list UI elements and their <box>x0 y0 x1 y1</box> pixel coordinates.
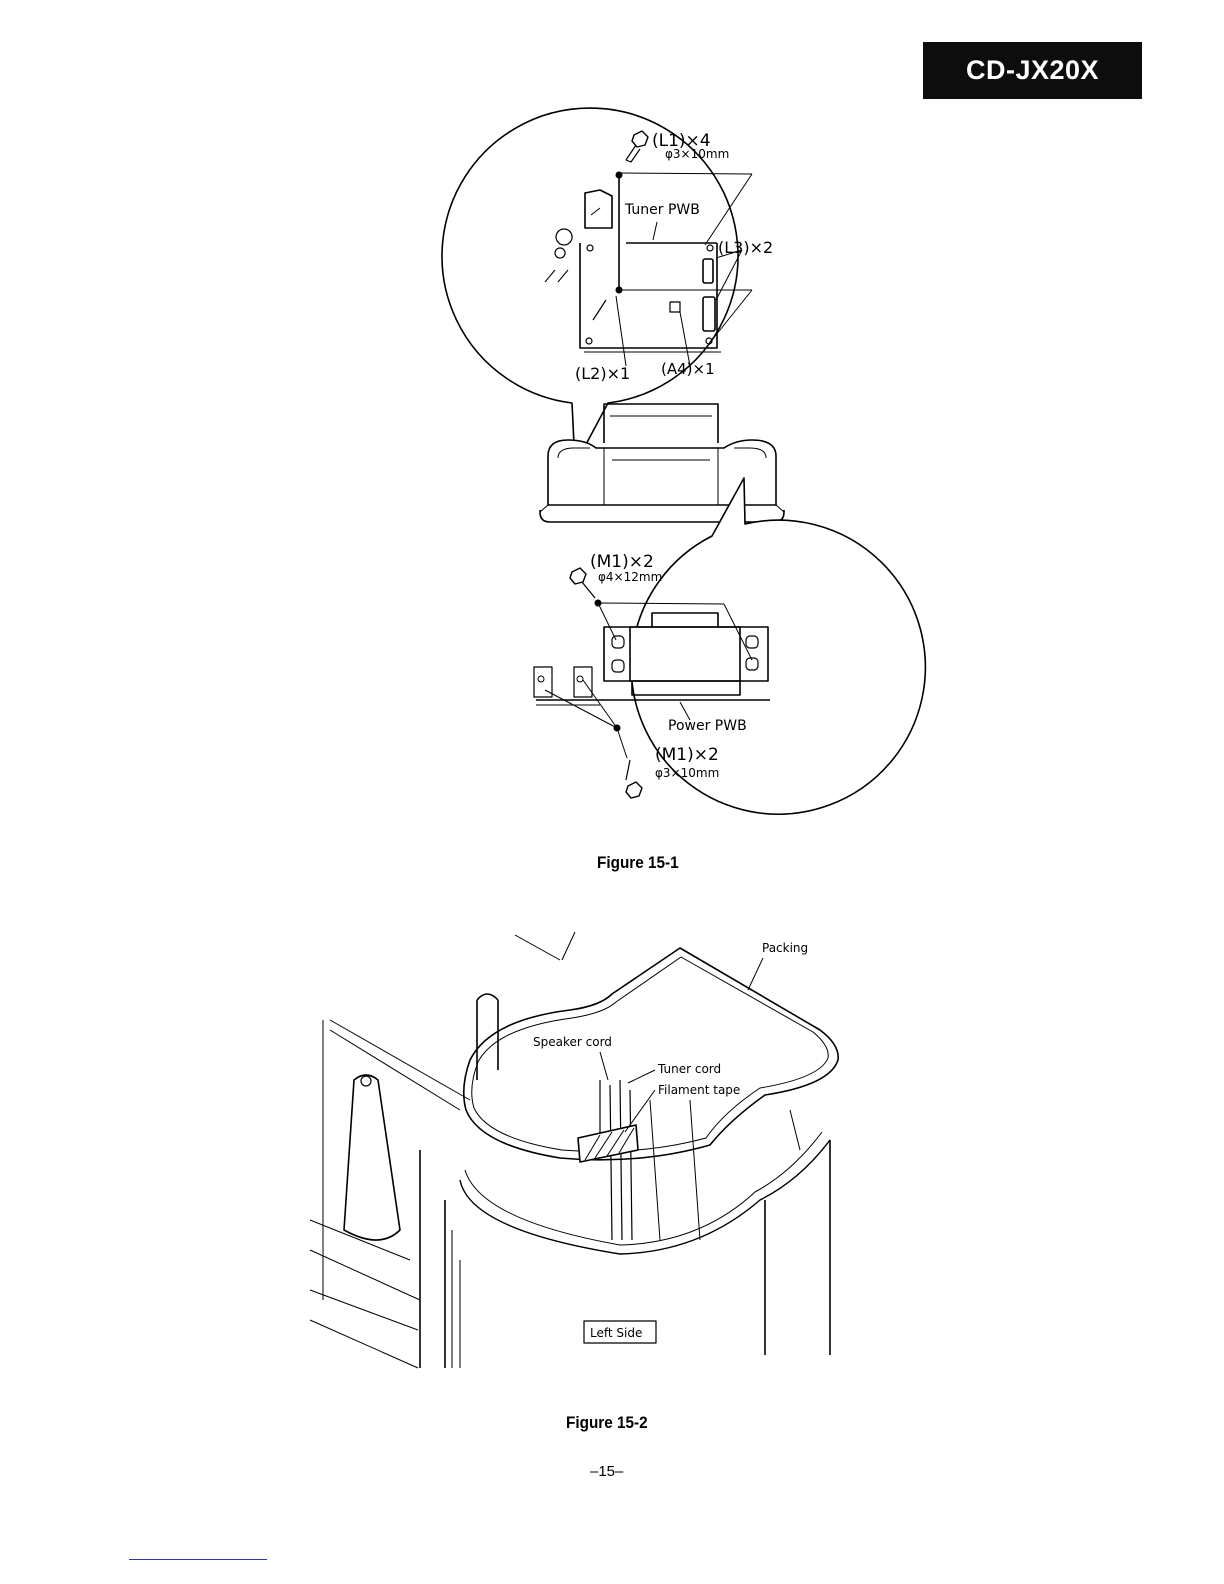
label-screw-m1-bottom-size: φ3×10mm <box>655 766 719 780</box>
packing-outline <box>464 948 838 1160</box>
label-screw-l1-size: φ3×10mm <box>665 147 729 161</box>
screw-m1-bottom-icon <box>626 782 642 798</box>
figure-15-1-diagram: (L1)×4 φ3×10mm Tuner PWB (L3)×2 (L2)×1 (… <box>510 110 840 820</box>
label-packing: Packing <box>762 941 808 955</box>
screw-m1-top-icon <box>570 568 586 584</box>
label-screw-m1-bottom: (M1)×2 <box>655 745 719 765</box>
label-power-pwb: Power PWB <box>668 718 747 734</box>
label-tuner-cord: Tuner cord <box>657 1062 721 1076</box>
label-screw-a4: (A4)×1 <box>661 360 715 378</box>
label-screw-l2: (L2)×1 <box>575 364 630 383</box>
figure-15-2-diagram: Packing Speaker cord Tuner cord Filament… <box>300 925 845 1375</box>
figure-15-2-caption: Figure 15-2 <box>566 1413 648 1433</box>
top-callout-circle <box>442 108 738 465</box>
label-left-side: Left Side <box>590 1326 642 1340</box>
label-screw-m1-top: (M1)×2 <box>590 552 654 572</box>
speaker-cone <box>344 1075 400 1240</box>
chassis-outline <box>604 404 718 443</box>
page-number: –15– <box>590 1463 623 1480</box>
label-speaker-cord: Speaker cord <box>533 1035 612 1049</box>
label-screw-l3: (L3)×2 <box>718 238 773 257</box>
label-screw-m1-top-size: φ4×12mm <box>598 570 662 584</box>
label-filament-tape: Filament tape <box>658 1083 740 1097</box>
figure-15-1-caption: Figure 15-1 <box>597 853 679 873</box>
label-tuner-pwb: Tuner PWB <box>624 202 700 218</box>
footer-rule <box>129 1559 267 1560</box>
model-badge: CD-JX20X <box>923 42 1142 99</box>
model-number: CD-JX20X <box>966 55 1099 86</box>
